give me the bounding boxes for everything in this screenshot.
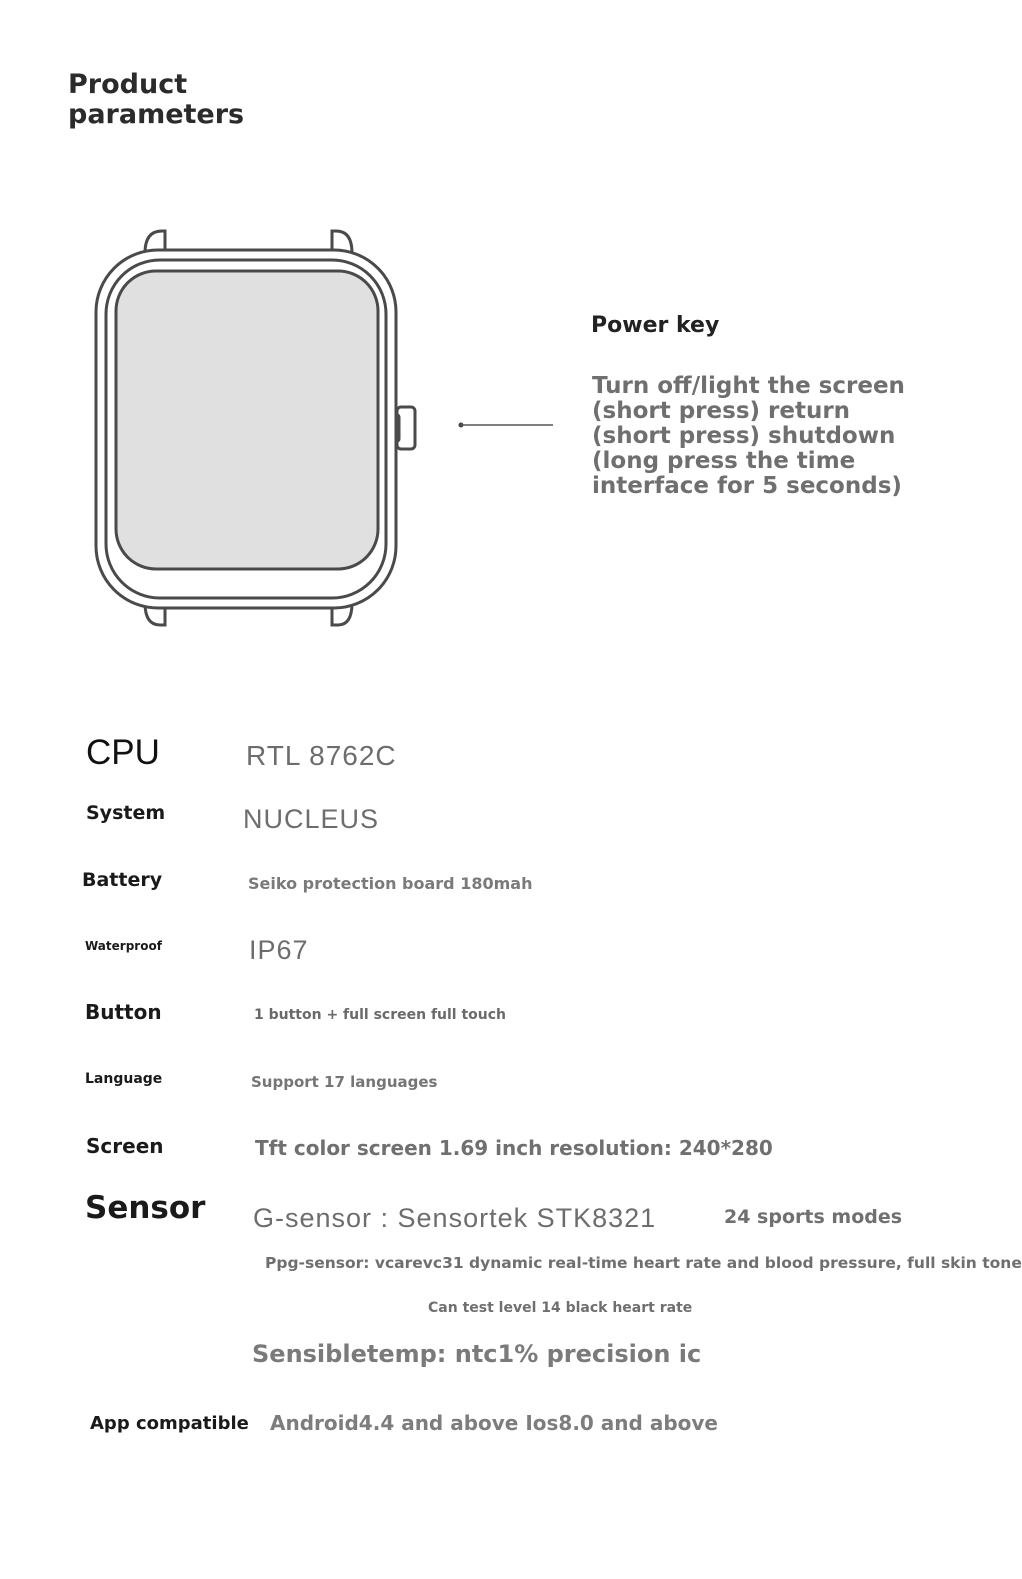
ppg-sensor-value: Ppg-sensor: vcarevc31 dynamic real-time …: [265, 1254, 1022, 1272]
waterproof-value: IP67: [249, 935, 309, 965]
language-value: Support 17 languages: [251, 1073, 438, 1091]
smartwatch-illustration: [94, 229, 417, 627]
power-key-title: Power key: [591, 313, 720, 338]
sports-modes-value: 24 sports modes: [724, 1206, 903, 1228]
black-heart-rate-value: Can test level 14 black heart rate: [428, 1300, 693, 1316]
button-value: 1 button + full screen full touch: [254, 1007, 507, 1023]
battery-value: Seiko protection board 180mah: [248, 874, 533, 893]
g-sensor-value: G-sensor : Sensortek STK8321: [253, 1203, 657, 1233]
temp-sensor-value: Sensibletemp: ntc1% precision ic: [252, 1340, 702, 1368]
cpu-value: RTL 8762C: [246, 740, 397, 771]
screen-value: Tft color screen 1.69 inch resolution: 2…: [255, 1136, 773, 1160]
battery-label: Battery: [82, 869, 163, 891]
screen-label: Screen: [86, 1134, 164, 1158]
waterproof-label: Waterproof: [85, 939, 162, 953]
power-key-description: Turn off/light the screen (short press) …: [592, 373, 905, 499]
page-title: Product parameters: [68, 69, 245, 130]
language-label: Language: [85, 1071, 163, 1087]
power-key-connector-line: [458, 422, 553, 428]
app-compatible-value: Android4.4 and above Ios8.0 and above: [270, 1411, 718, 1435]
sensor-label: Sensor: [85, 1190, 206, 1226]
app-compatible-label: App compatible: [90, 1413, 249, 1434]
system-value: NUCLEUS: [243, 804, 380, 834]
button-label: Button: [85, 1000, 162, 1024]
cpu-label: CPU: [86, 733, 160, 772]
system-label: System: [86, 802, 166, 824]
